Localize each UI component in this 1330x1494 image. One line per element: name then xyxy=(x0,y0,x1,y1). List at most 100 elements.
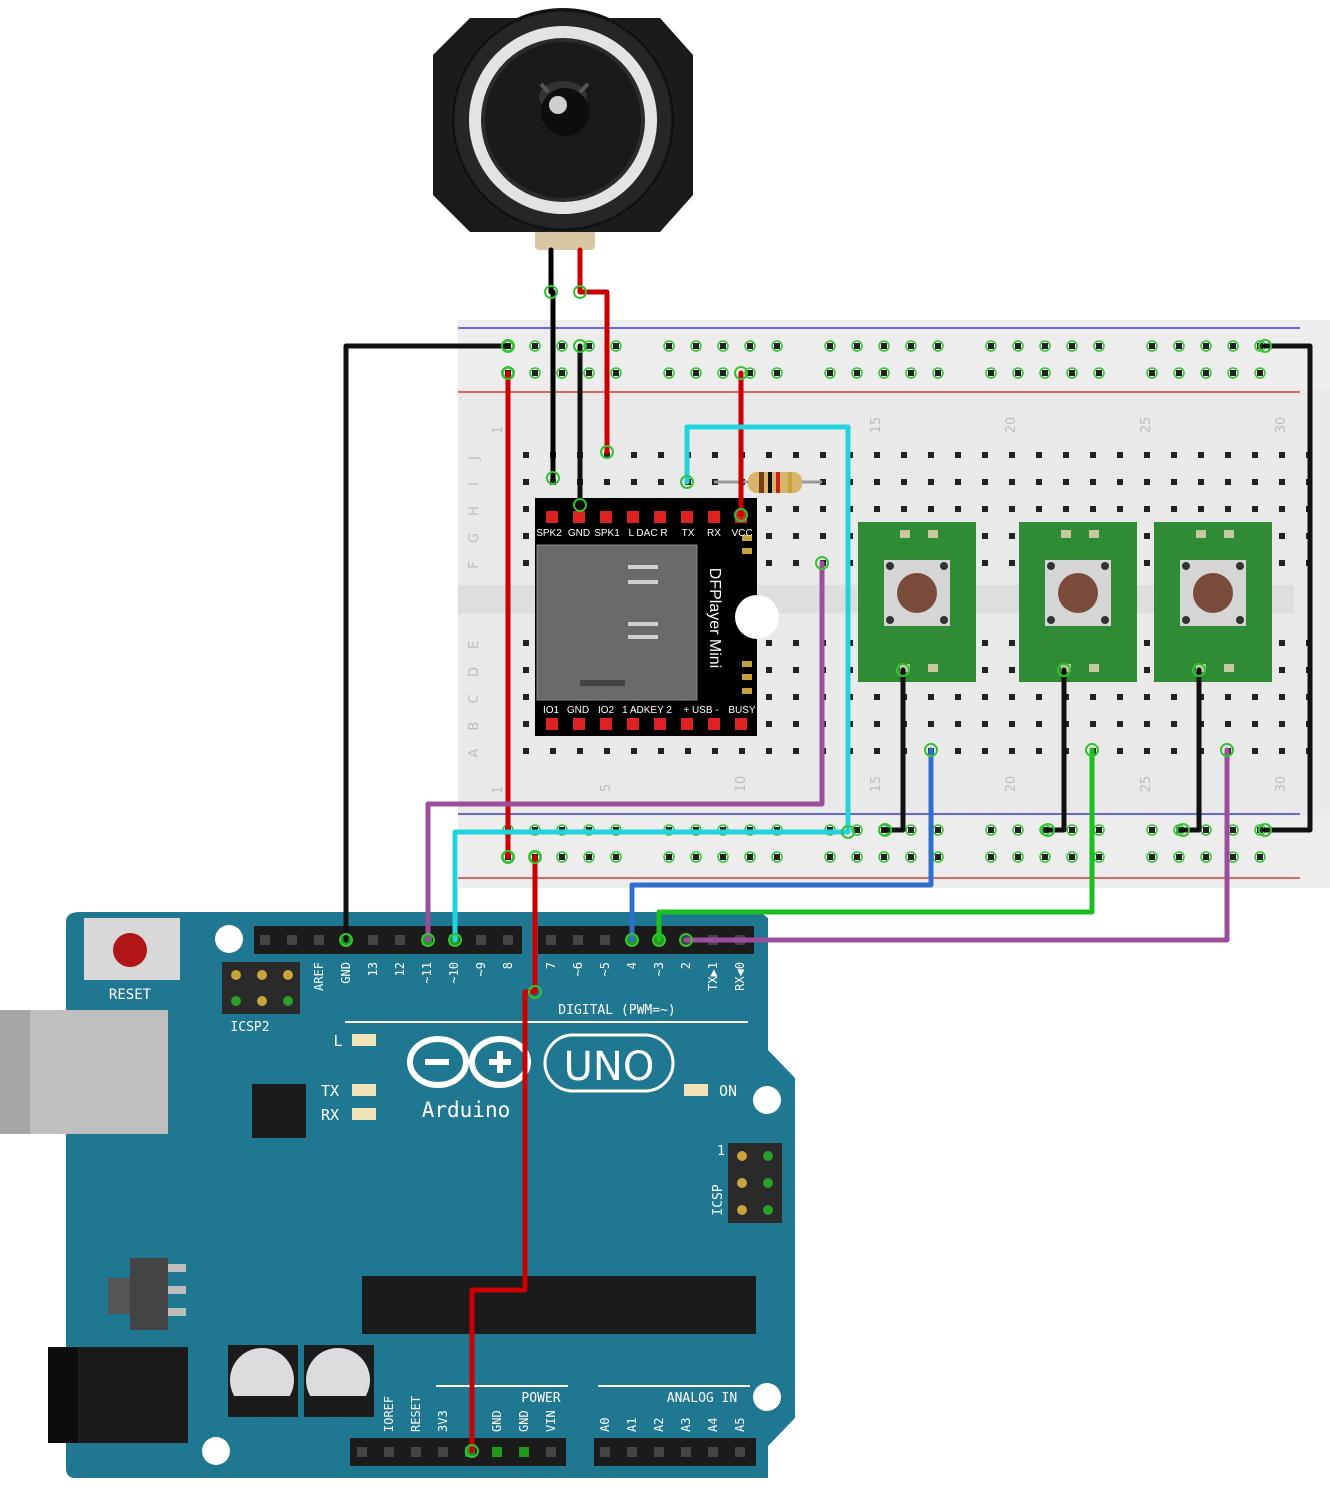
breadboard-hole xyxy=(820,452,826,458)
header-pin xyxy=(260,935,270,945)
push-buttons xyxy=(858,522,1272,682)
rail-hole xyxy=(747,343,753,349)
rail-hole-ring xyxy=(985,851,997,863)
rail-hole xyxy=(1096,827,1102,833)
rail-hole-ring xyxy=(905,340,917,352)
rail-hole xyxy=(935,854,941,860)
wire-endpoint xyxy=(546,471,560,485)
breadboard-hole xyxy=(739,748,745,754)
rail-hole-ring xyxy=(878,340,890,352)
breadboard-hole xyxy=(1252,748,1258,754)
icsp-label: ICSP xyxy=(711,1184,726,1215)
df-pin-vcc: VCC xyxy=(731,528,752,539)
wire-endpoint xyxy=(501,366,515,380)
push-button-1[interactable] xyxy=(858,522,976,682)
row-letter-h: H xyxy=(467,506,482,516)
wires xyxy=(339,247,1313,1458)
led-l-label: L xyxy=(333,1032,342,1050)
wire-endpoint xyxy=(501,850,515,864)
rail-hole xyxy=(1096,370,1102,376)
breadboard-hole xyxy=(766,721,772,727)
rail-hole-ring xyxy=(610,851,622,863)
breadboard-hole xyxy=(1225,452,1231,458)
breadboard-hole xyxy=(874,506,880,512)
header-pin xyxy=(654,1447,664,1457)
push-button-3[interactable] xyxy=(1154,522,1272,682)
header-pin xyxy=(411,1447,421,1457)
power-pin-label: GND xyxy=(517,1410,531,1432)
column-numbers-bottom: 1 5 10 15 20 25 30 xyxy=(491,776,1289,794)
header-pin xyxy=(314,935,324,945)
breadboard-hole xyxy=(793,667,799,673)
rail-hole-ring xyxy=(1146,367,1158,379)
breadboard-hole xyxy=(1279,640,1285,646)
rail-hole xyxy=(747,370,753,376)
breadboard-hole xyxy=(1009,506,1015,512)
digital-pin-label: 13 xyxy=(366,962,380,976)
rail-hole xyxy=(586,370,592,376)
breadboard-hole xyxy=(928,694,934,700)
rail-hole xyxy=(881,854,887,860)
capacitors xyxy=(228,1345,374,1417)
wire-rail-gnd-right xyxy=(1262,343,1313,833)
power-pin-label: VIN xyxy=(544,1410,558,1432)
rail-hole xyxy=(1015,854,1021,860)
breadboard-hole xyxy=(1279,533,1285,539)
header-pin xyxy=(503,935,513,945)
breadboard-hole xyxy=(982,721,988,727)
header-pin xyxy=(395,935,405,945)
rail-hole-ring xyxy=(771,340,783,352)
breadboard-hole xyxy=(1171,506,1177,512)
breadboard-hole xyxy=(577,748,583,754)
wire-endpoint xyxy=(528,850,542,864)
wire-endpoint xyxy=(600,445,614,459)
row-letter-g: G xyxy=(467,533,482,543)
digital-pin-label: TX▶1 xyxy=(706,962,720,991)
digital-pin-label: ~10 xyxy=(447,962,461,984)
digital-pin-label: 8 xyxy=(501,962,515,969)
push-button-2[interactable] xyxy=(1019,522,1137,682)
breadboard-hole xyxy=(928,506,934,512)
rail-hole-ring xyxy=(1066,824,1078,836)
wire-endpoint xyxy=(734,366,748,380)
breadboard-hole xyxy=(1225,479,1231,485)
breadboard-hole xyxy=(1090,452,1096,458)
breadboard-hole xyxy=(523,721,529,727)
breadboard-hole xyxy=(1036,694,1042,700)
breadboard-hole xyxy=(982,533,988,539)
dfplayer-pad xyxy=(546,718,558,730)
rail-hole-ring xyxy=(690,851,702,863)
df-pin-usb: + USB - xyxy=(683,705,718,716)
header-pin xyxy=(384,1447,394,1457)
header-pin xyxy=(627,1447,637,1457)
breadboard-hole xyxy=(1279,748,1285,754)
breadboard-hole xyxy=(1090,694,1096,700)
wire-endpoint xyxy=(896,663,910,677)
breadboard-hole xyxy=(1117,452,1123,458)
breadboard-hole xyxy=(1117,721,1123,727)
rail-hole xyxy=(586,343,592,349)
rail-hole xyxy=(774,343,780,349)
breadboard-hole xyxy=(820,533,826,539)
wire-button1-d4 xyxy=(629,747,934,943)
wire-endpoint xyxy=(465,1444,479,1458)
wire-rx-purple xyxy=(425,560,825,943)
breadboard-hole xyxy=(1252,479,1258,485)
header-pin xyxy=(287,935,297,945)
header-pin xyxy=(600,935,610,945)
rail-hole xyxy=(1042,343,1048,349)
rail-hole-ring xyxy=(1146,851,1158,863)
wire-endpoint xyxy=(1258,339,1272,353)
led-on-label: ON xyxy=(719,1082,737,1100)
wire-endpoint xyxy=(1057,663,1071,677)
df-pin-gnd-bottom: GND xyxy=(567,705,589,716)
rail-hole-ring xyxy=(878,851,890,863)
rail-hole-ring xyxy=(1066,340,1078,352)
breadboard-hole xyxy=(766,560,772,566)
analog-caption: ANALOG IN xyxy=(667,1391,737,1406)
breadboard-hole xyxy=(766,667,772,673)
rail-hole xyxy=(1257,854,1263,860)
breadboard-hole xyxy=(523,748,529,754)
breadboard-hole xyxy=(982,506,988,512)
breadboard-hole xyxy=(658,748,664,754)
